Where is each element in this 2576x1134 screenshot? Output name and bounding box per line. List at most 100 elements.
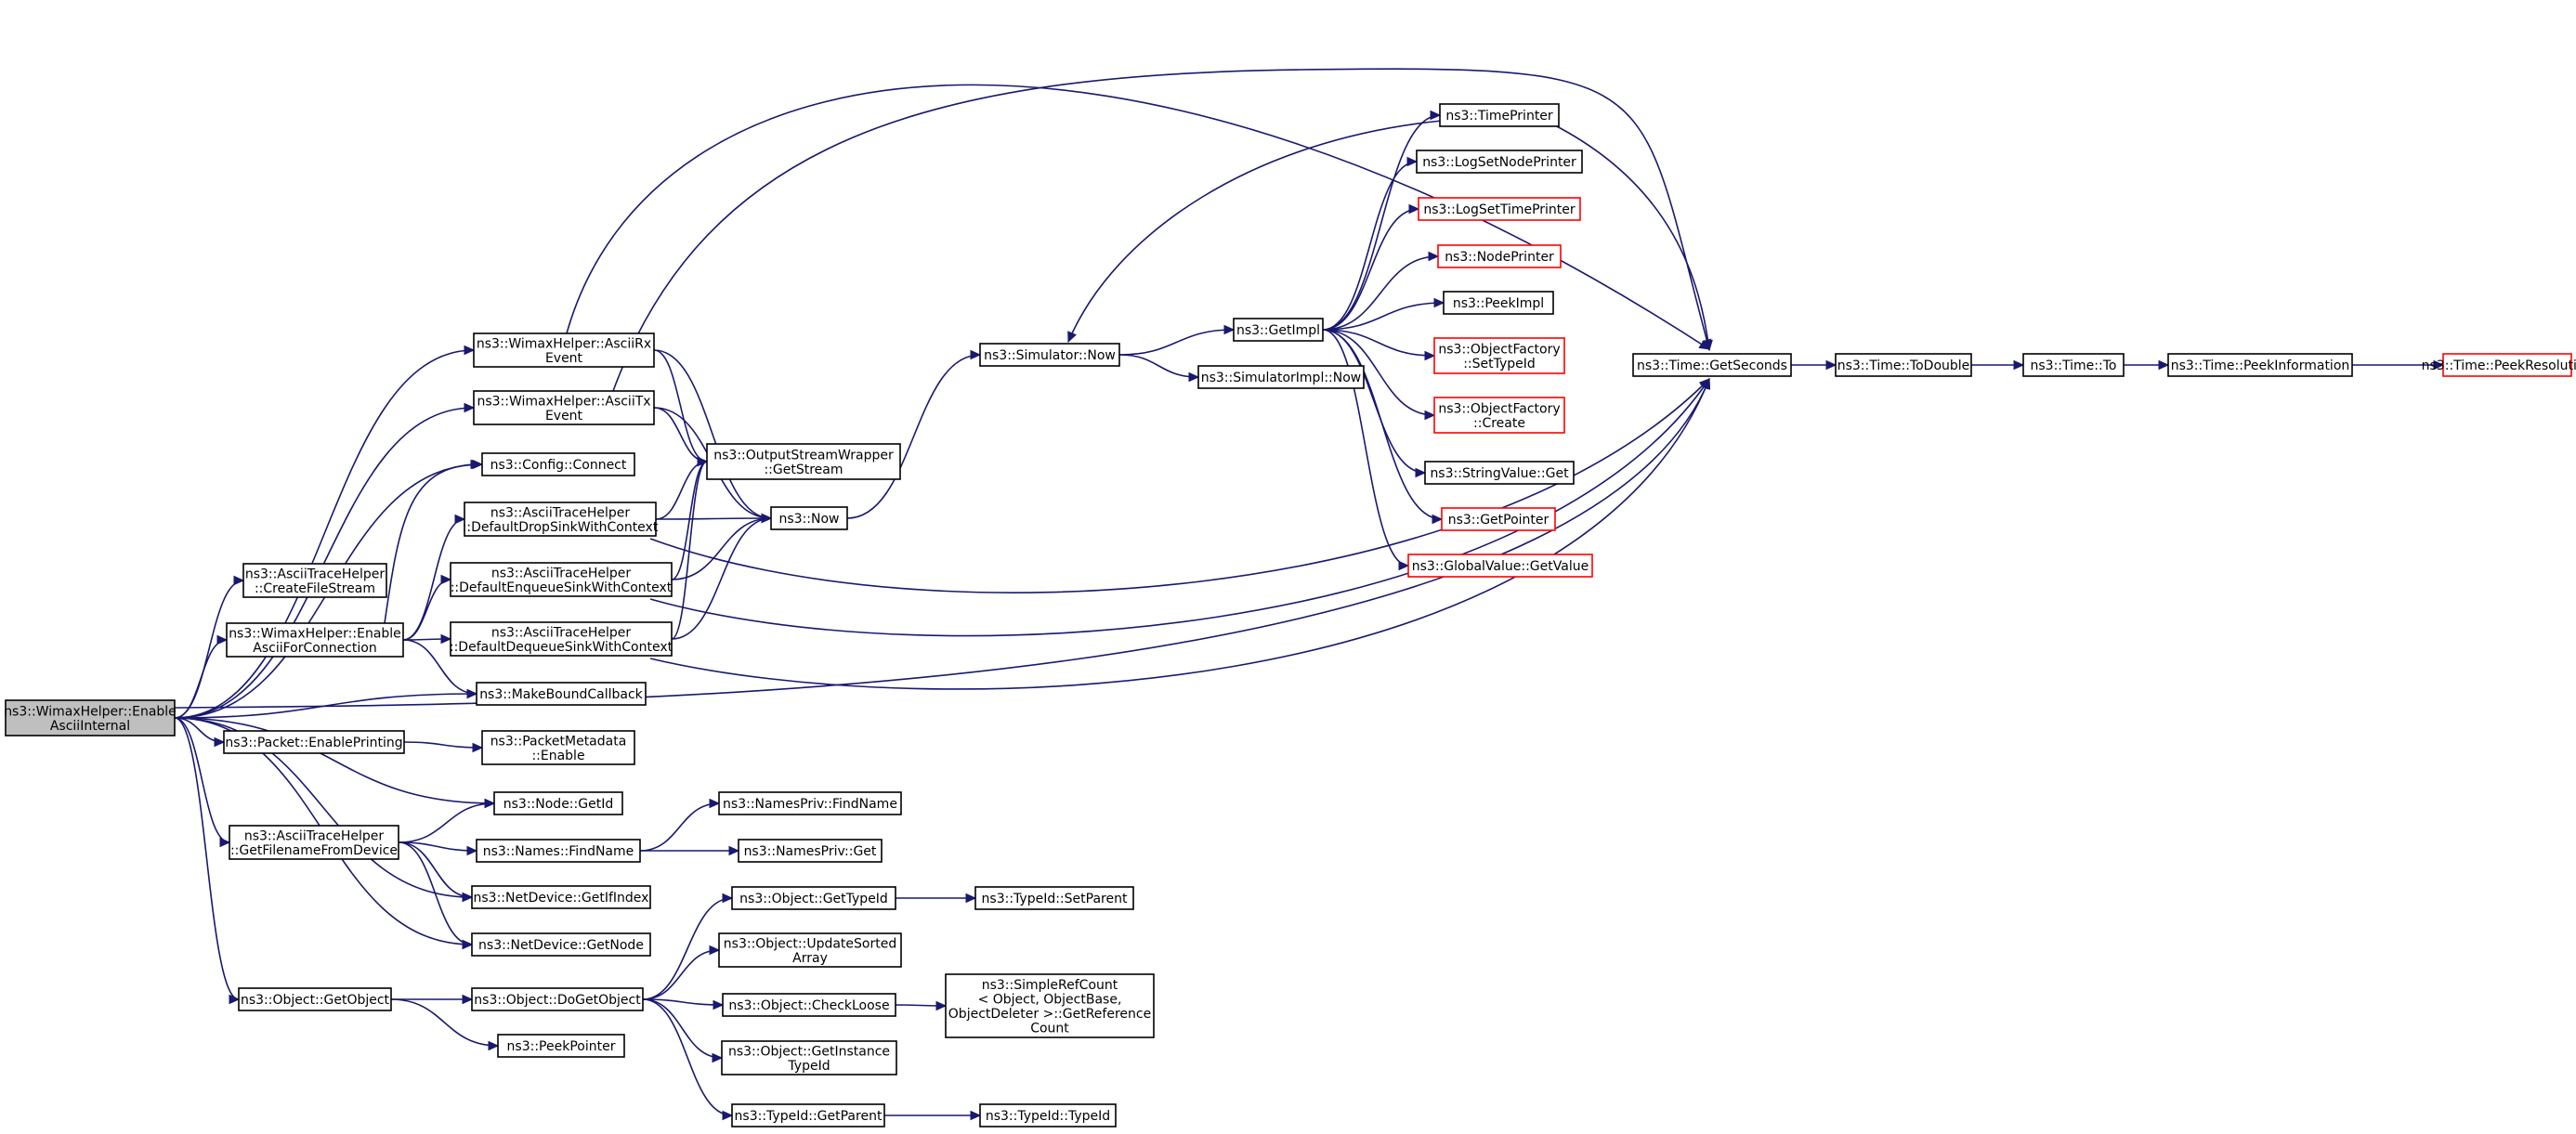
node-label: ns3::Config::Connect [490,458,627,473]
node-timePeekResolution[interactable]: ns3::Time::PeekResolution [2422,353,2576,377]
node-peekPointer[interactable]: ns3::PeekPointer [497,1034,625,1058]
node-netDeviceGetNode[interactable]: ns3::NetDevice::GetNode [471,932,651,957]
edge-getImpl-to-objectFactorySetTypeId [1322,329,1436,361]
node-box [476,839,641,863]
node-objectFactoryCreate[interactable]: ns3::ObjectFactory::Create [1433,397,1565,434]
node-defaultDrop[interactable]: ns3::AsciiTraceHelper::DefaultDropSinkWi… [463,502,659,537]
node-box [481,730,635,765]
node-box [450,621,673,657]
node-timeToDouble[interactable]: ns3::Time::ToDouble [1835,353,1972,377]
node-typeIdGetParent[interactable]: ns3::TypeId::GetParent [731,1103,885,1127]
node-timeGetSeconds[interactable]: ns3::Time::GetSeconds [1632,353,1792,377]
node-packetEnablePrinting[interactable]: ns3::Packet::EnablePrinting [223,730,405,754]
edge-now-to-simulatorNow [846,349,982,519]
node-label: ::GetFilenameFromDevice [230,843,398,858]
node-label: ns3::WimaxHelper::Enable [4,704,177,719]
node-label: ns3::SimulatorImpl::Now [1201,371,1362,385]
node-label: ::DefaultEnqueueSinkWithContext [451,580,673,595]
node-simpleRefCount[interactable]: ns3::SimpleRefCount< Object, ObjectBase,… [945,973,1155,1038]
node-globalValueGetValue[interactable]: ns3::GlobalValue::GetValue [1407,554,1593,578]
node-label: ns3::AsciiTraceHelper [244,828,385,843]
node-nodeGetId[interactable]: ns3::Node::GetId [493,791,623,815]
node-label: ns3::Now [779,512,840,527]
node-outputStreamWrapper[interactable]: ns3::OutputStreamWrapper::GetStream [706,443,901,480]
edge-timeGetSeconds-to-timeToDouble [1791,359,1837,371]
node-label: AsciiForConnection [253,641,376,656]
node-getFilenameFromDevice[interactable]: ns3::AsciiTraceHelper::GetFilenameFromDe… [229,825,399,860]
node-typeIdSetParent[interactable]: ns3::TypeId::SetParent [974,886,1134,910]
node-box [1233,318,1324,342]
node-label: ns3::NetDevice::GetIfIndex [474,891,649,906]
node-namesFindName[interactable]: ns3::Names::FindName [476,839,641,863]
node-box [497,1034,625,1058]
edge-typeIdGetParent-to-typeIdTypeId [884,1110,982,1121]
edge-timePrinter-to-simulatorNow [1067,120,1443,344]
node-label: ::DefaultDropSinkWithContext [463,520,659,535]
edge-getFilenameFromDevice-to-namesFindName [398,841,478,856]
node-peekImpl[interactable]: ns3::PeekImpl [1443,291,1554,315]
node-createFileStream[interactable]: ns3::AsciiTraceHelper::CreateFileStream [242,563,387,598]
edge-namesFindName-to-namesPrivGet [639,845,740,856]
node-configConnect[interactable]: ns3::Config::Connect [481,452,635,476]
node-label: ns3::AsciiTraceHelper [490,505,631,520]
node-box [242,563,387,598]
node-getPointer[interactable]: ns3::GetPointer [1441,507,1556,531]
node-packetMetadataEnable[interactable]: ns3::PacketMetadata::Enable [481,730,635,765]
node-defaultEnqueue[interactable]: ns3::AsciiTraceHelper::DefaultEnqueueSin… [450,562,673,597]
edge-enableAsciiForConnection-to-makeBoundCallback [402,639,478,699]
node-logSetTimePrinter[interactable]: ns3::LogSetTimePrinter [1418,197,1581,221]
node-objectDoGetObject[interactable]: ns3::Object::DoGetObject [471,987,644,1011]
node-namesPrivGet[interactable]: ns3::NamesPriv::Get [738,839,883,863]
node-label: ns3::TypeId::SetParent [982,892,1128,906]
node-namesPrivFindName[interactable]: ns3::NamesPriv::FindName [718,791,902,815]
node-typeIdTypeId[interactable]: ns3::TypeId::TypeId [979,1103,1117,1127]
node-label: ns3::Time::GetSeconds [1637,358,1787,373]
node-objectGetObject[interactable]: ns3::Object::GetObject [238,987,392,1011]
node-box [471,885,651,909]
node-timePrinter[interactable]: ns3::TimePrinter [1439,103,1560,127]
edge-defaultDrop-to-outputStreamWrapper [655,456,709,520]
node-label: ns3::PeekImpl [1453,296,1544,311]
node-label: ns3::Object::GetObject [241,993,390,1008]
node-label: ::Create [1473,416,1525,431]
node-timePeekInformation[interactable]: ns3::Time::PeekInformation [2167,353,2353,377]
node-objectFactorySetTypeId[interactable]: ns3::ObjectFactory::SetTypeId [1433,337,1565,374]
node-now[interactable]: ns3::Now [770,506,848,530]
node-label: ns3::GetImpl [1236,323,1320,338]
node-label: ns3::PeekPointer [507,1039,616,1054]
node-objectCheckLoose[interactable]: ns3::Object::CheckLoose [722,993,896,1017]
node-netDeviceGetIfIndex[interactable]: ns3::NetDevice::GetIfIndex [471,885,651,909]
node-logSetNodePrinter[interactable]: ns3::LogSetNodePrinter [1416,150,1583,174]
edge-enableAsciiForConnection-to-configConnect [384,459,482,624]
node-label: ns3::Object::CheckLoose [728,998,889,1013]
node-label: ns3::WimaxHelper::Enable [229,626,401,641]
node-defaultDequeue[interactable]: ns3::AsciiTraceHelper::DefaultDequeueSin… [450,621,673,657]
edge-defaultDequeue-to-timeGetSeconds [649,377,1711,690]
node-timeTo[interactable]: ns3::Time::To [2022,353,2125,377]
node-box [1441,507,1556,531]
node-label: ::GetStream [764,463,843,477]
node-enableAsciiForConnection[interactable]: ns3::WimaxHelper::EnableAsciiForConnecti… [226,622,404,658]
node-nodePrinter[interactable]: ns3::NodePrinter [1437,244,1562,268]
node-box [1433,337,1565,374]
node-simulatorImplNow[interactable]: ns3::SimulatorImpl::Now [1197,365,1365,389]
node-box [2167,353,2353,377]
node-label: < Object, ObjectBase, [978,992,1122,1007]
node-box [471,987,644,1011]
edge-enableAsciiForConnection-to-defaultDequeue [402,633,452,645]
node-stringValueGet[interactable]: ns3::StringValue::Get [1424,461,1575,485]
node-objectGetTypeId[interactable]: ns3::Object::GetTypeId [731,886,896,910]
node-label: ns3::AsciiTraceHelper [491,625,632,640]
node-label: ns3::MakeBoundCallback [479,687,643,702]
node-box [2022,353,2125,377]
node-box [721,1040,897,1075]
node-simulatorNow[interactable]: ns3::Simulator::Now [979,343,1120,367]
node-box [1418,197,1581,221]
node-getImpl[interactable]: ns3::GetImpl [1233,318,1324,342]
node-makeBoundCallback[interactable]: ns3::MakeBoundCallback [476,682,647,706]
